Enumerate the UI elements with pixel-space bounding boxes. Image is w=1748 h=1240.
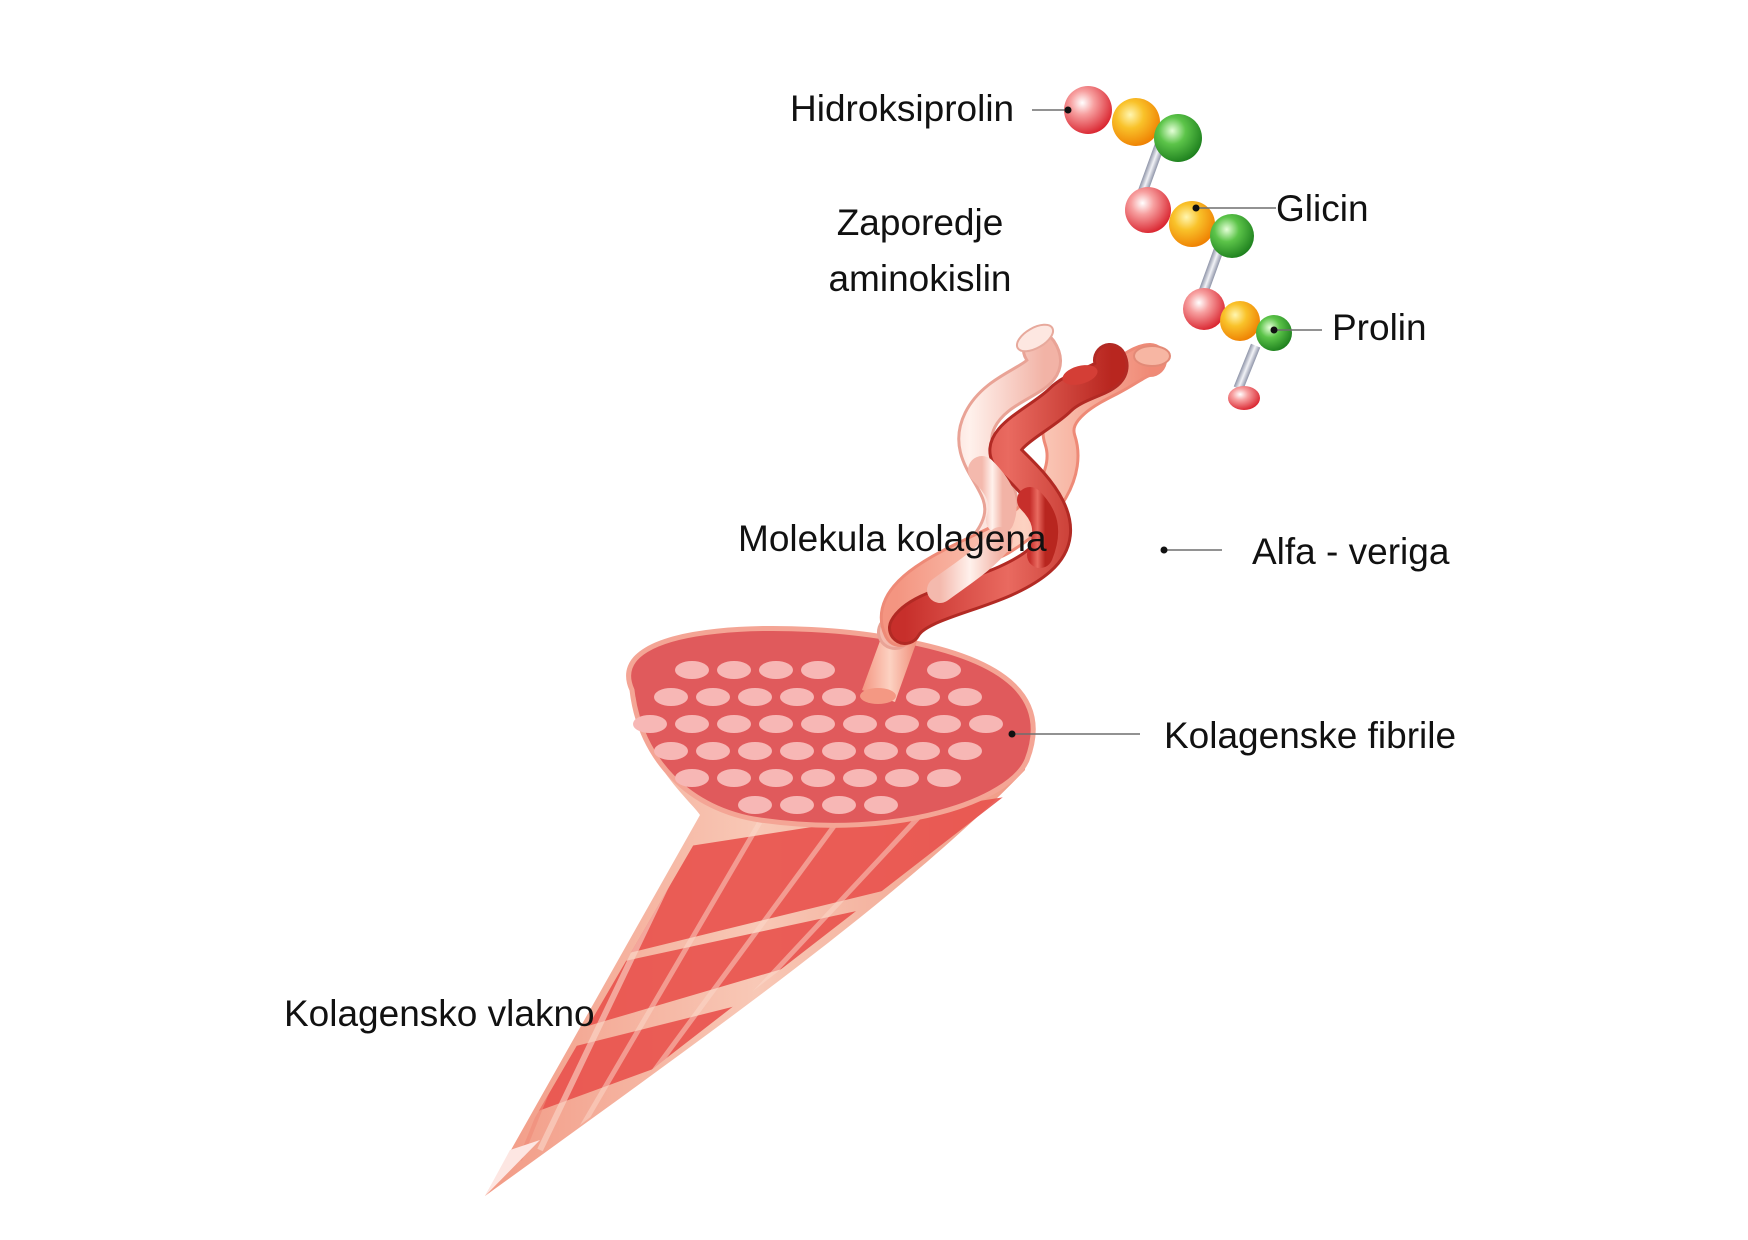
glycine-atom	[1112, 98, 1160, 146]
fibril-ellipse	[969, 715, 1003, 733]
fibril-ellipse	[948, 688, 982, 706]
fibril-ellipse	[822, 796, 856, 814]
fibril-ellipse	[717, 715, 751, 733]
fibril-ellipse	[822, 688, 856, 706]
hydroxyproline-atom	[1183, 288, 1225, 330]
fibril-ellipse	[906, 688, 940, 706]
glycine-atom	[1169, 201, 1215, 247]
label-proline: Prolin	[1332, 307, 1427, 348]
proline-atom	[1210, 214, 1254, 258]
fibril-ellipse	[654, 742, 688, 760]
fibril-ellipse	[717, 769, 751, 787]
fiber-cross-section	[626, 625, 1036, 828]
fibril-ellipse	[759, 769, 793, 787]
fibril-cross-sections	[633, 661, 1003, 814]
label-collagen-fibrils: Kolagenske fibrile	[1164, 715, 1457, 756]
label-hydroxyproline: Hidroksiprolin	[790, 88, 1015, 129]
hydroxyproline-atom	[1064, 86, 1112, 134]
fibril-ellipse	[864, 796, 898, 814]
hydroxyproline-atom	[1125, 187, 1171, 233]
amino-acid-sequence	[1064, 86, 1292, 410]
label-collagen-molecule: Molekula kolagena	[738, 518, 1047, 559]
fibril-ellipse	[927, 769, 961, 787]
fibril-ellipse	[675, 769, 709, 787]
fibril-ellipse	[885, 715, 919, 733]
fibril-ellipse	[843, 715, 877, 733]
leader-lines	[1012, 109, 1322, 735]
proline-atom	[1154, 114, 1202, 162]
fibril-ellipse	[738, 742, 772, 760]
fibril-ellipse	[885, 769, 919, 787]
fibril-ellipse	[801, 715, 835, 733]
label-sequence-line2: aminokislin	[828, 258, 1012, 299]
fibril-ellipse	[864, 742, 898, 760]
label-sequence-line1: Zaporedje	[836, 202, 1004, 243]
fibril-ellipse	[717, 661, 751, 679]
leader-dots	[1008, 106, 1278, 738]
label-glycine: Glicin	[1276, 188, 1369, 229]
fibril-ellipse	[948, 742, 982, 760]
fibril-ellipse	[927, 715, 961, 733]
fibril-ellipse	[654, 688, 688, 706]
glycine-atom	[1220, 301, 1260, 341]
fibril-ellipse	[906, 742, 940, 760]
fibril-ellipse	[696, 742, 730, 760]
fibril-ellipse	[675, 715, 709, 733]
fibril-ellipse	[759, 661, 793, 679]
fibril-ellipse	[759, 715, 793, 733]
fibril-ellipse	[822, 742, 856, 760]
collagen-molecule-triple-helix	[877, 323, 1171, 650]
fibril-ellipse	[633, 715, 667, 733]
fibril-ellipse	[843, 769, 877, 787]
fibril-ellipse	[738, 796, 772, 814]
fibril-ellipse	[780, 796, 814, 814]
fibril-ellipse	[738, 688, 772, 706]
fibril-ellipse	[801, 661, 835, 679]
label-collagen-fiber: Kolagensko vlakno	[284, 993, 595, 1034]
fibril-ellipse	[780, 742, 814, 760]
fibril-ellipse	[927, 661, 961, 679]
fibril-ellipse	[780, 688, 814, 706]
fibril-ellipse	[675, 661, 709, 679]
chain-end-bead	[1228, 386, 1260, 410]
fibril-ellipse	[801, 769, 835, 787]
label-alpha-chain: Alfa - veriga	[1252, 531, 1450, 572]
fibril-ellipse	[696, 688, 730, 706]
